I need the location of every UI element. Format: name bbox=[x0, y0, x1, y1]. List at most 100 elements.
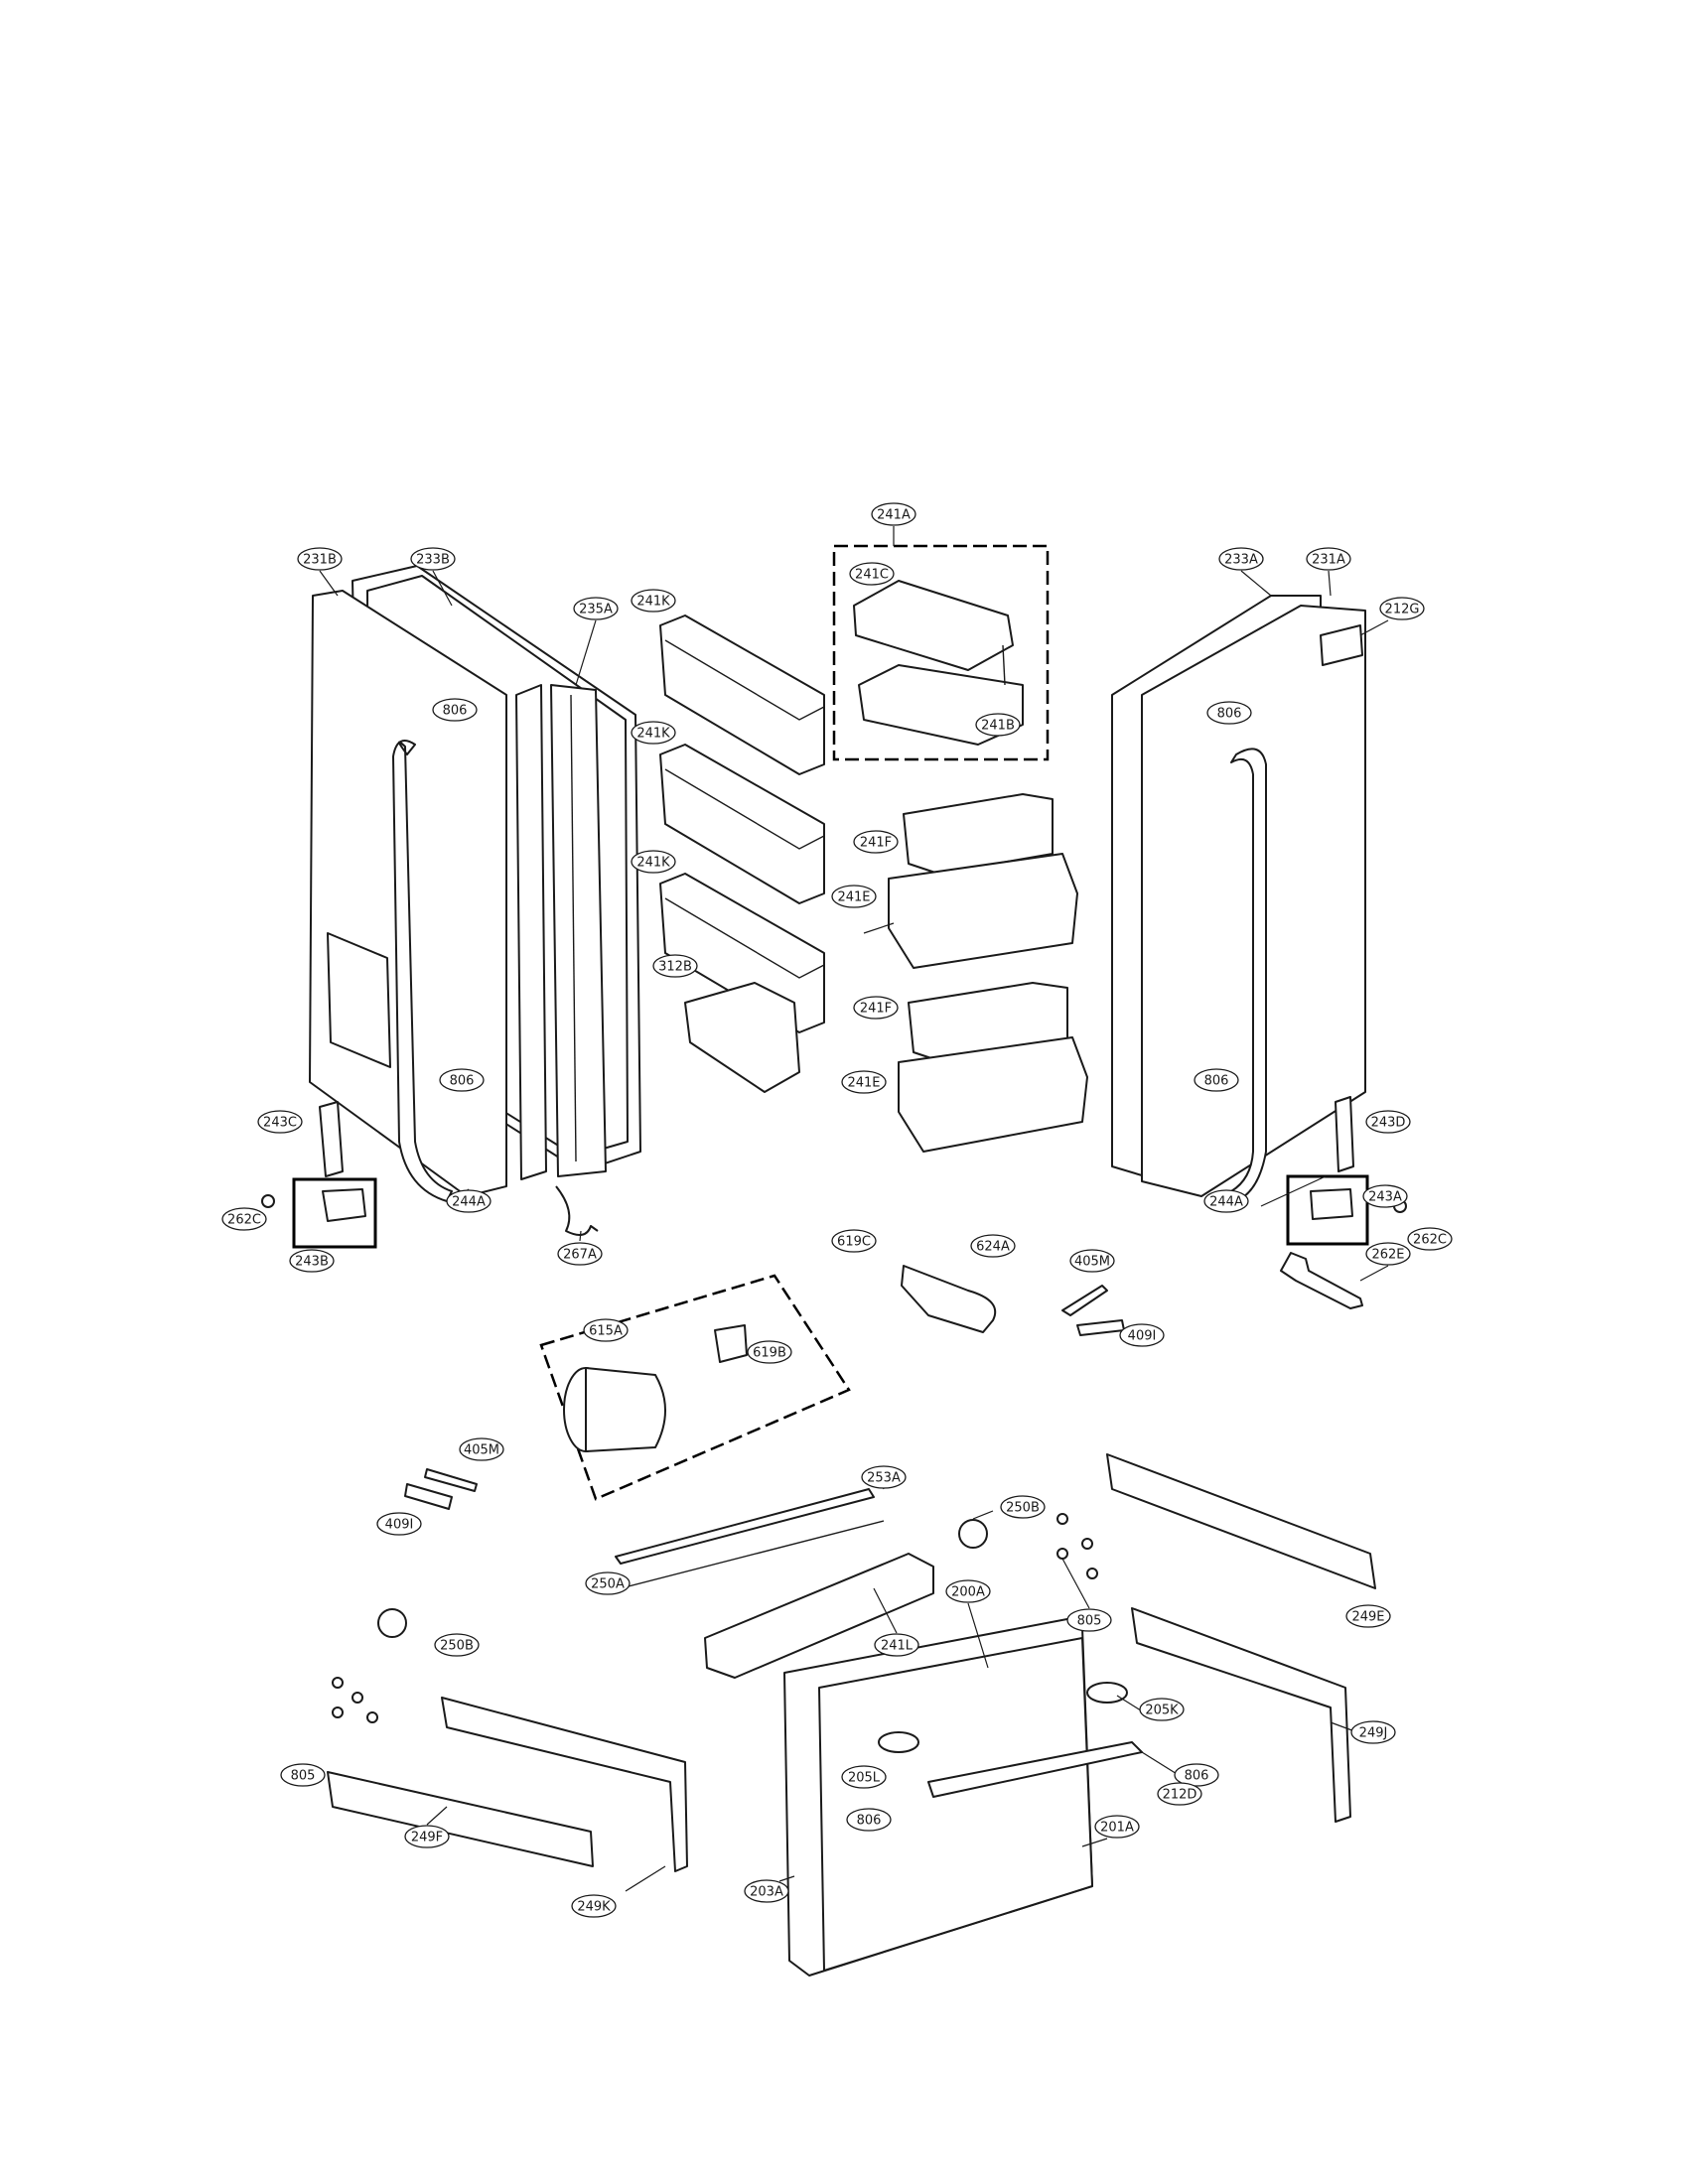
ice-section-parts bbox=[563, 1324, 748, 1452]
left-door-display-window bbox=[327, 932, 391, 1068]
callout-405m-1: 405M bbox=[1069, 1249, 1115, 1273]
callout-label: 806 bbox=[443, 704, 468, 719]
callout-label: 233A bbox=[1224, 553, 1258, 568]
callout-label: 235A bbox=[579, 603, 613, 617]
callout-label: 249J bbox=[1359, 1726, 1388, 1741]
callout-806-r2: 806 bbox=[1194, 1068, 1239, 1092]
callout-label: 405M bbox=[464, 1443, 499, 1458]
callout-label: 262C bbox=[1413, 1233, 1447, 1248]
callout-label: 806 bbox=[1217, 707, 1242, 722]
callout-label: 241B bbox=[981, 719, 1015, 734]
callout-label: 244A bbox=[452, 1195, 486, 1210]
callout-615a: 615A bbox=[583, 1318, 629, 1342]
callout-243c: 243C bbox=[257, 1110, 303, 1134]
callout-label: 241C bbox=[855, 568, 889, 583]
callout-806-l1: 806 bbox=[432, 698, 478, 722]
wrench-262e bbox=[1280, 1252, 1363, 1309]
callout-619c: 619C bbox=[831, 1229, 877, 1253]
callout-label: 241K bbox=[636, 727, 670, 742]
callout-label: 244A bbox=[1209, 1195, 1243, 1210]
callout-241l: 241L bbox=[874, 1633, 919, 1657]
callout-label: 615A bbox=[589, 1324, 623, 1339]
callout-241k-2: 241K bbox=[631, 721, 676, 745]
callout-262e: 262E bbox=[1365, 1242, 1411, 1266]
callout-label: 253A bbox=[867, 1471, 901, 1486]
callout-249f: 249F bbox=[404, 1825, 450, 1848]
callout-405m-2: 405M bbox=[459, 1437, 504, 1461]
callout-label: 241F bbox=[860, 1002, 892, 1017]
callout-409i-2: 409I bbox=[376, 1512, 422, 1536]
tray-bins-241e-241f bbox=[888, 793, 1088, 1153]
callout-label: 243D bbox=[1371, 1116, 1406, 1131]
callout-233b: 233B bbox=[410, 547, 456, 571]
callout-250a: 250A bbox=[585, 1571, 631, 1595]
callout-label: 619C bbox=[837, 1235, 871, 1250]
callout-241c: 241C bbox=[849, 562, 895, 586]
callout-label: 249K bbox=[577, 1900, 611, 1915]
callout-label: 805 bbox=[1077, 1614, 1102, 1629]
callout-label: 241E bbox=[837, 890, 870, 905]
callout-labels: 241A 241C 241B 231B 233B 235A 241K 241K 241K 233A… bbox=[221, 502, 1453, 1918]
callout-label: 805 bbox=[291, 1769, 316, 1784]
hinge-parts bbox=[261, 1096, 1407, 1236]
callout-label: 243A bbox=[1368, 1190, 1402, 1205]
callout-243a: 243A bbox=[1362, 1184, 1408, 1208]
callout-409i-1: 409I bbox=[1119, 1323, 1165, 1347]
callout-212g: 212G bbox=[1379, 597, 1425, 620]
callout-label: 250A bbox=[591, 1577, 625, 1592]
callout-249j: 249J bbox=[1350, 1720, 1396, 1744]
callout-label: 624A bbox=[976, 1240, 1010, 1255]
callout-241k-1: 241K bbox=[631, 589, 676, 613]
callout-label: 203A bbox=[750, 1885, 783, 1900]
bracket-312b bbox=[684, 982, 800, 1093]
callout-label: 243C bbox=[263, 1116, 297, 1131]
callout-241f-1: 241F bbox=[853, 830, 899, 854]
leader-lines bbox=[319, 526, 1389, 1892]
callout-233a: 233A bbox=[1218, 547, 1264, 571]
door-bins-241k bbox=[659, 614, 825, 1033]
callout-244a-r: 244A bbox=[1203, 1189, 1249, 1213]
callout-label: 250B bbox=[440, 1639, 474, 1654]
callout-label: 241K bbox=[636, 595, 670, 610]
callout-806-l2: 806 bbox=[439, 1068, 485, 1092]
callout-label: 241A bbox=[877, 508, 911, 523]
callout-250b-1: 250B bbox=[1000, 1495, 1046, 1519]
callout-205l: 205L bbox=[841, 1765, 887, 1789]
callout-241b: 241B bbox=[975, 713, 1021, 737]
callout-243b: 243B bbox=[289, 1249, 335, 1273]
callout-label: 241L bbox=[881, 1639, 914, 1654]
callout-250b-2: 250B bbox=[434, 1633, 480, 1657]
callout-203a: 203A bbox=[744, 1879, 789, 1903]
callout-label: 205K bbox=[1145, 1704, 1179, 1718]
callout-235a: 235A bbox=[573, 597, 619, 620]
callout-805-1: 805 bbox=[1066, 1608, 1112, 1632]
filter-624a bbox=[901, 1265, 997, 1333]
left-door-assembly bbox=[309, 565, 641, 1202]
freezer-drawer-panel bbox=[818, 1637, 1093, 1972]
callout-label: 312B bbox=[658, 960, 692, 975]
callout-241a: 241A bbox=[871, 502, 916, 526]
callout-806-b1: 806 bbox=[1174, 1763, 1219, 1787]
hinge-243a-box bbox=[1286, 1174, 1369, 1246]
callout-label: 249F bbox=[411, 1831, 443, 1845]
right-door-assembly bbox=[1111, 595, 1366, 1202]
callout-243d: 243D bbox=[1365, 1110, 1411, 1134]
callout-805-2: 805 bbox=[280, 1763, 326, 1787]
callout-label: 262C bbox=[227, 1213, 261, 1228]
callout-231b: 231B bbox=[297, 547, 343, 571]
callout-262c-r: 262C bbox=[1407, 1227, 1453, 1251]
callout-label: 409I bbox=[385, 1518, 414, 1533]
callout-241e-2: 241E bbox=[841, 1070, 887, 1094]
callout-241f-2: 241F bbox=[853, 996, 899, 1020]
callout-label: 205L bbox=[848, 1771, 881, 1786]
callout-200a: 200A bbox=[945, 1579, 991, 1603]
callout-624a: 624A bbox=[970, 1234, 1016, 1258]
callout-label: 262E bbox=[1371, 1248, 1404, 1263]
callout-label: 250B bbox=[1006, 1501, 1040, 1516]
callout-label: 249E bbox=[1351, 1610, 1384, 1625]
callout-label: 201A bbox=[1100, 1821, 1134, 1836]
callout-label: 241K bbox=[636, 856, 670, 871]
callout-label: 405M bbox=[1074, 1255, 1110, 1270]
callout-label: 241E bbox=[847, 1076, 880, 1091]
